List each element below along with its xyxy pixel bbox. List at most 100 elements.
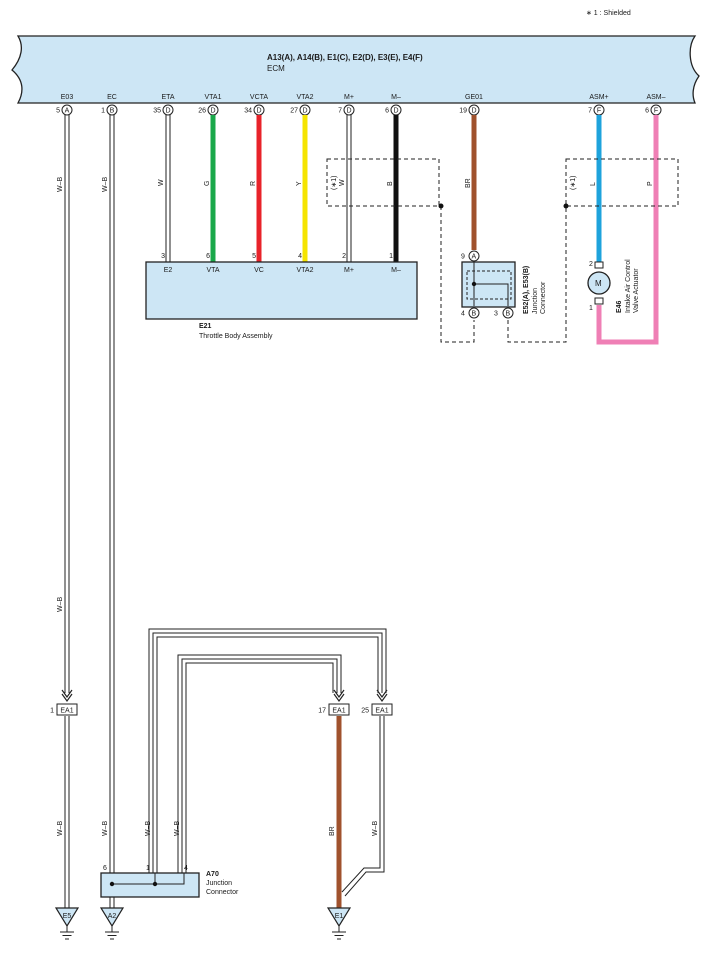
ground-symbol-icon (60, 926, 74, 940)
junction-e52: A 9 B 4 B 3 E52(A), E53(B) Junction Conn… (461, 250, 547, 319)
ecm-pin-num: 7 (588, 108, 592, 115)
e52-code: E52(A), E53(B) (523, 266, 530, 314)
wire-label: W (339, 179, 346, 186)
shield-legend: ∗ 1 : Shielded (586, 10, 631, 17)
ea1-box (371, 703, 393, 716)
shields: (∗1) (∗1) (326, 158, 679, 343)
e52-pin-conn: B (506, 311, 511, 318)
ground-triangle-icon (326, 907, 352, 928)
wires (64, 115, 659, 908)
junction-a70: 6 1 4 A70 Junction Connector (100, 865, 239, 898)
wire-label: W–B (57, 597, 64, 613)
throttle-code: E21 (199, 323, 212, 330)
throttle-pin-label: M– (391, 267, 401, 274)
e52-name-2: Connector (540, 281, 547, 314)
throttle-pin-num: 1 (389, 253, 393, 260)
throttle-pin-num: 4 (298, 253, 302, 260)
wire-label: BR (329, 826, 336, 836)
ground-symbol-icon (332, 926, 346, 940)
wire-label: W–B (102, 821, 109, 837)
ecm-pin-num: 6 (645, 108, 649, 115)
ecm-pin-num: 6 (385, 108, 389, 115)
ea1-label: EA1 (332, 708, 345, 715)
ecm-pin-conn: D (256, 108, 261, 115)
wire-label: B (387, 181, 394, 186)
ecm-connectors-title: A13(A), A14(B), E1(C), E2(D), E3(E), E4(… (267, 53, 423, 62)
wire-label: G (204, 181, 211, 186)
a70-code: A70 (206, 871, 219, 878)
ground-label: E1 (335, 913, 344, 920)
motor-symbol: M (595, 279, 602, 288)
e52-pin-conn: B (472, 311, 477, 318)
actuator-pin-bottom: 1 (589, 305, 593, 312)
ecm-pin-num: 35 (153, 108, 161, 115)
e52-pin-9 (468, 250, 480, 262)
actuator-pin-top: 2 (589, 261, 593, 268)
ecm-pins: E03A5ECB1ETAD35VTA1D26VCTAD34VTA2D27M+D7… (56, 94, 666, 116)
throttle-pin-label: E2 (164, 267, 173, 274)
ecm-pin-conn: B (110, 108, 115, 115)
ecm-pin-conn: D (302, 108, 307, 115)
ea1-box (328, 703, 350, 716)
ecm-pin-conn: F (597, 108, 601, 115)
ecm-pin-label: E03 (61, 94, 74, 101)
a70-name-1: Junction (206, 880, 232, 887)
wire-label: W–B (372, 821, 379, 837)
actuator-code: E46 (616, 300, 623, 313)
ecm-pin-num: 1 (101, 108, 105, 115)
throttle-pin-num: 3 (161, 253, 165, 260)
wire-label: Y (296, 181, 303, 186)
wire-label: P (647, 181, 654, 186)
ecm-pin-label: M+ (344, 94, 354, 101)
e52-pin-num: 4 (461, 311, 465, 318)
ecm-pin-num: 7 (338, 108, 342, 115)
ground-symbol-icon (105, 926, 119, 940)
ecm-pin (162, 104, 174, 116)
e52-pin-num: 3 (494, 311, 498, 318)
ea1-label: EA1 (375, 708, 388, 715)
throttle-pin-label: VTA2 (297, 267, 314, 274)
wire-label: W–B (57, 177, 64, 193)
ecm-pin-num: 26 (198, 108, 206, 115)
ecm-pin-conn: D (346, 108, 351, 115)
ecm-pin-label: GE01 (465, 94, 483, 101)
ground-triangle-icon (54, 907, 80, 928)
shield-label: (∗1) (331, 176, 338, 190)
ea1-num: 25 (361, 708, 369, 715)
actuator-name-2: Valve Actuator (633, 268, 640, 313)
a70-pin: 4 (184, 865, 188, 872)
ecm-pin-num: 34 (244, 108, 252, 115)
motor-icon (587, 271, 611, 295)
throttle-name: Throttle Body Assembly (199, 333, 273, 340)
throttle-pin-num: 5 (252, 253, 256, 260)
ecm-pin-label: EC (107, 94, 117, 101)
ea1-num: 17 (318, 708, 326, 715)
wire-label: R (250, 181, 257, 186)
a70-pin: 1 (146, 865, 150, 872)
ecm-pin-conn: A (65, 108, 70, 115)
throttle-pin-label: VC (254, 267, 264, 274)
ecm-pin-label: ASM– (646, 94, 665, 101)
ecm-pin-conn: D (471, 108, 476, 115)
ea1-num: 1 (50, 708, 54, 715)
ground-triangle-icon (99, 907, 125, 928)
e52-pin-conn: A (472, 254, 477, 261)
wire-label: W–B (102, 177, 109, 193)
wire-label: W–B (145, 821, 152, 837)
ecm-pin-label: VCTA (250, 94, 268, 101)
ecm-pin-label: ETA (161, 94, 174, 101)
ea1-box (56, 703, 78, 716)
ecm-pin-label: VTA2 (297, 94, 314, 101)
ecm-name: ECM (267, 64, 285, 73)
intake-actuator: M 2 1 E46 Intake Air Control Valve Actua… (587, 259, 640, 313)
wire-label: W (158, 179, 165, 186)
ecm-pin-num: 19 (459, 108, 467, 115)
ecm-pin (106, 104, 118, 116)
ea1-arrow-icon (333, 689, 345, 703)
ground-label: A2 (108, 913, 117, 920)
